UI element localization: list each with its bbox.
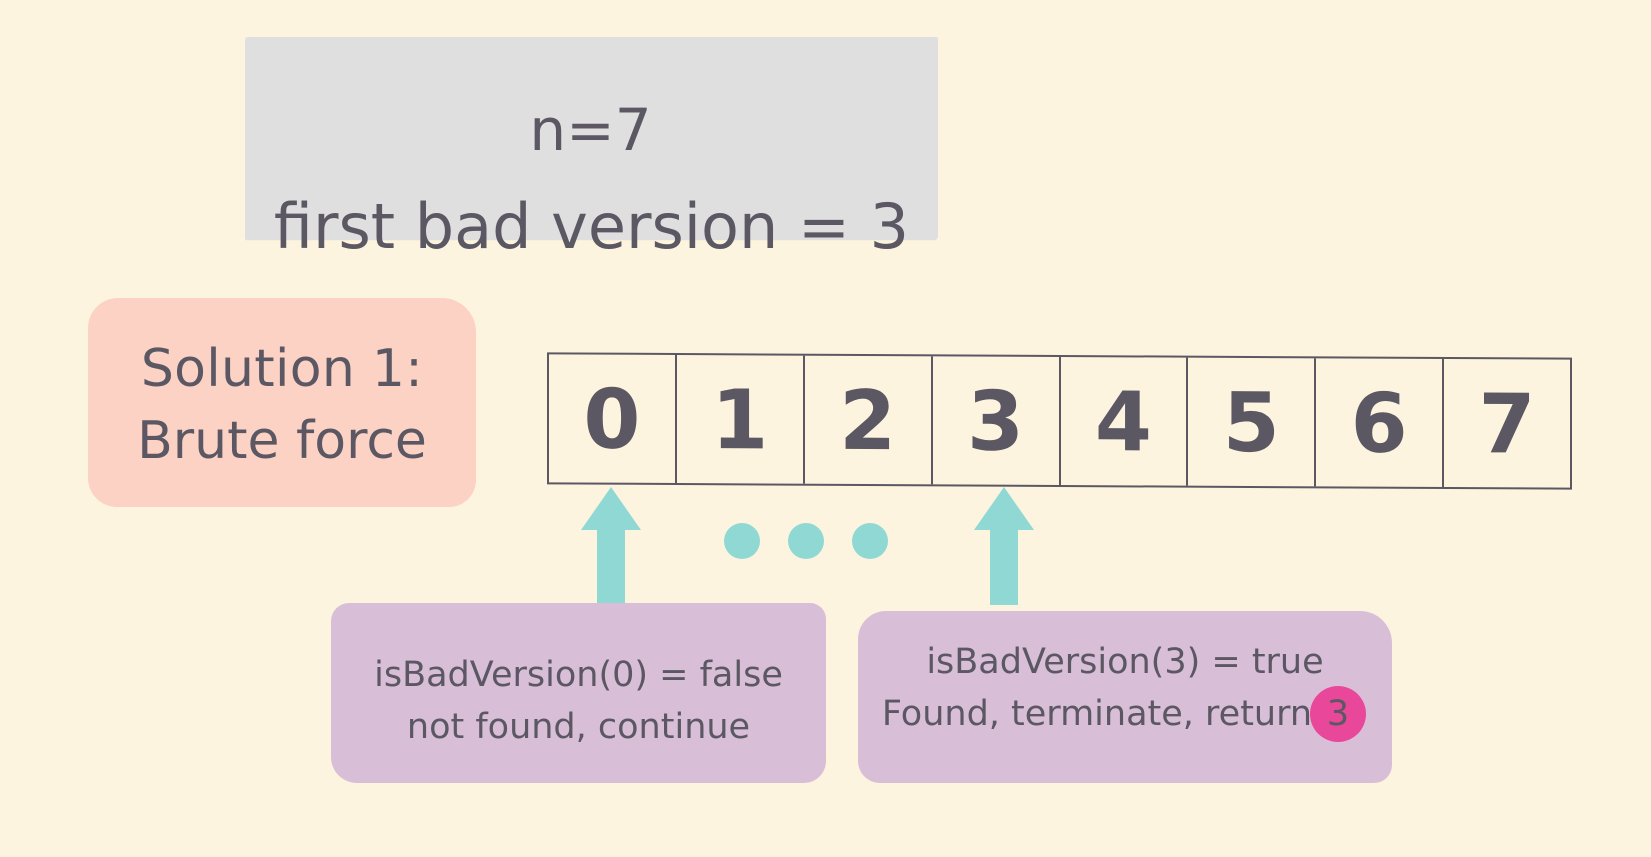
array-cell-0: 0 — [549, 354, 677, 483]
arrow-shaft — [990, 529, 1018, 605]
arrow-up-icon — [974, 487, 1034, 605]
arrow-shaft — [597, 529, 625, 605]
arrow-head — [974, 487, 1034, 530]
first-bad-version-label: first bad version = 3 — [273, 190, 910, 263]
callout-left-line-1: isBadVersion(0) = false — [374, 655, 783, 695]
solution-method: Brute force — [137, 411, 427, 471]
ellipsis-icon — [724, 523, 888, 559]
array-cell-6: 6 — [1316, 358, 1445, 488]
ellipsis-dot — [788, 523, 824, 559]
callout-right-line-2: Found, terminate, return — [858, 688, 1392, 740]
array-cell-4: 4 — [1060, 357, 1189, 486]
return-value-badge: 3 — [1310, 686, 1366, 742]
callout-left-line-2: not found, continue — [406, 707, 751, 747]
callout-found: isBadVersion(3) = true Found, terminate,… — [858, 611, 1392, 783]
version-array: 0 1 2 3 4 5 6 7 — [547, 352, 1572, 490]
arrow-head — [581, 487, 641, 530]
solution-title: Solution 1: — [140, 339, 424, 399]
ellipsis-dot — [852, 523, 888, 559]
array-cell-5: 5 — [1188, 357, 1317, 487]
callout-right-line-2-text: Found, terminate, return — [881, 694, 1313, 734]
arrow-up-icon — [581, 487, 641, 605]
array-cell-3: 3 — [932, 356, 1061, 486]
ellipsis-dot — [724, 523, 760, 559]
problem-card: n=7 first bad version = 3 — [245, 37, 938, 263]
callout-right-line-1: isBadVersion(3) = true — [926, 642, 1324, 682]
solution-card: Solution 1: Brute force — [88, 298, 476, 507]
array-cell-7: 7 — [1478, 377, 1536, 473]
array-cell-1: 1 — [676, 354, 805, 484]
n-label: n=7 — [529, 96, 652, 164]
array-cell-2: 2 — [804, 355, 933, 485]
callout-not-found: isBadVersion(0) = false not found, conti… — [331, 603, 826, 783]
